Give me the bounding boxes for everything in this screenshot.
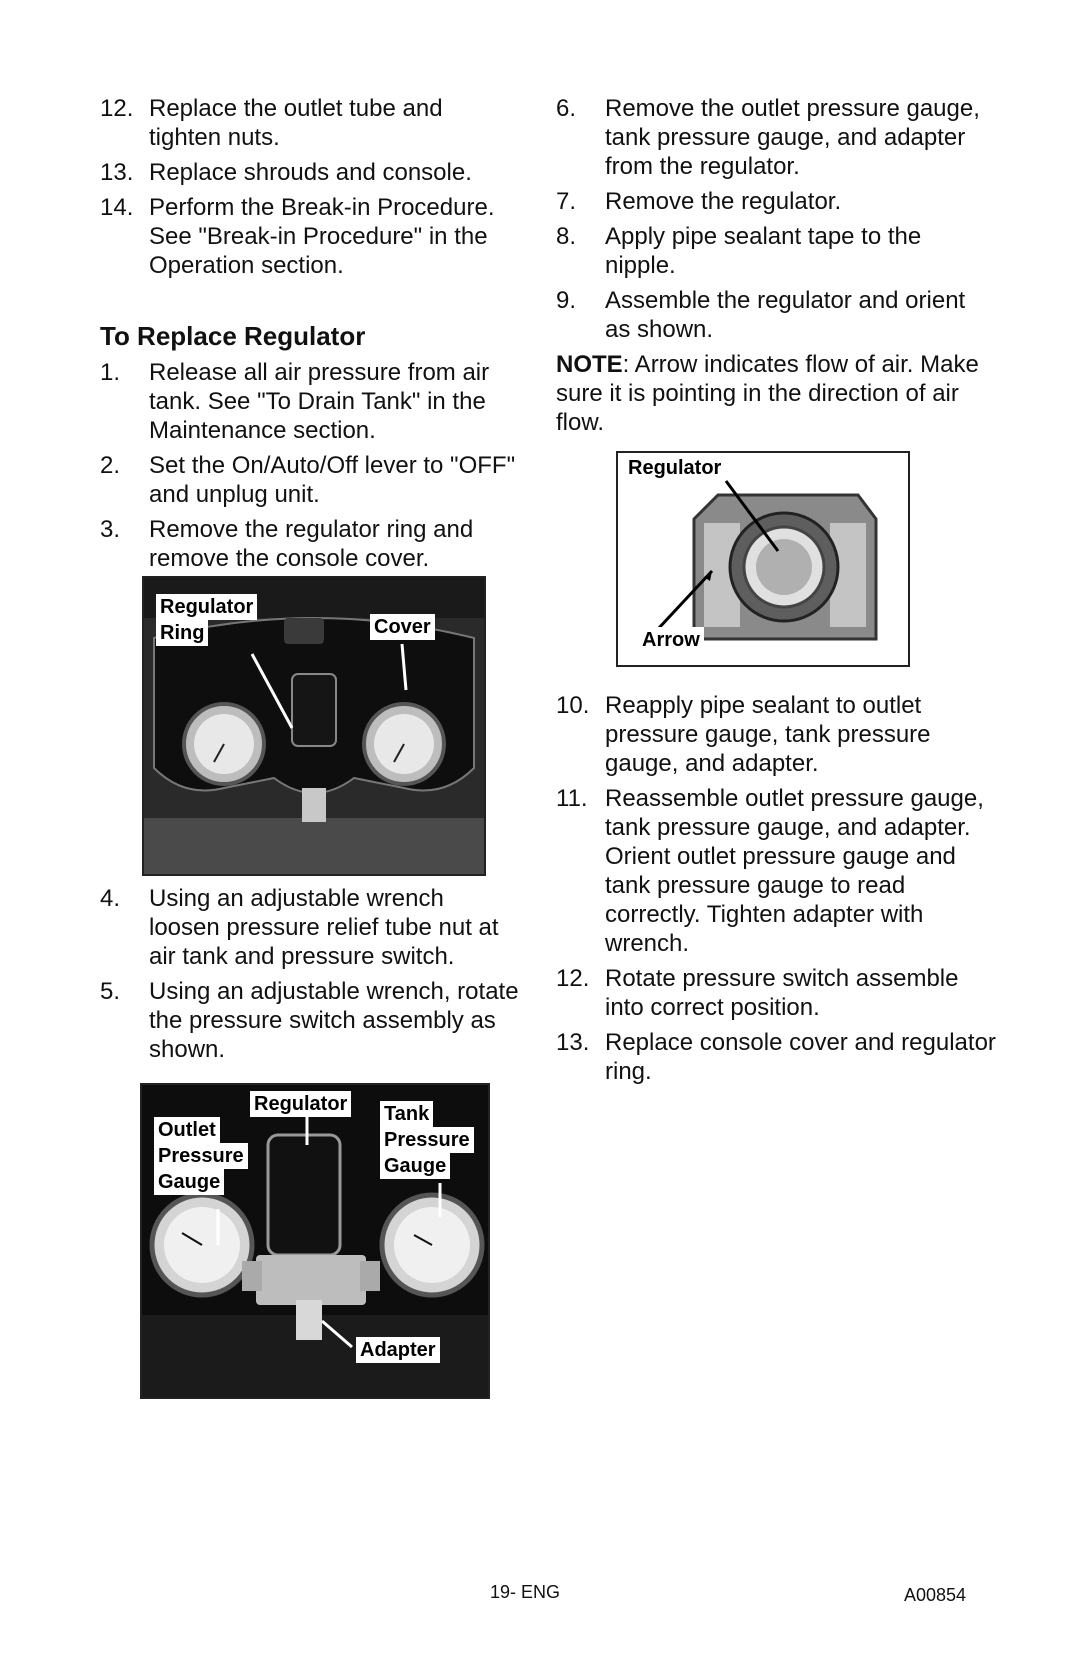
step-number: 4. [100,885,121,912]
step-text: Rotate pressure switch assemble into cor… [605,965,959,1021]
step-item: 1. Release all air pressure from air tank… [100,358,520,445]
figure-label-regulator: Regulator [624,455,726,481]
step-item: 5. Using an adjustable wrench, rotate the… [100,977,520,1064]
step-item: 10. Reapply pipe sealant to outlet pressu… [556,691,996,778]
figure-label-arrow: Arrow [638,627,704,653]
note-label: NOTE [556,351,623,378]
step-number: 6. [556,95,577,122]
step-list-a: 1. Release all air pressure from air tank… [100,358,520,573]
right-column-lower: 10. Reapply pipe sealant to outlet pressu… [556,691,996,1092]
step-number: 3. [100,516,121,543]
step-number: 8. [556,223,577,250]
document-code: A00854 [904,1585,967,1605]
step-item: 13. Replace console cover and regulator r… [556,1028,996,1086]
figure-label-regulator: Regulator [250,1091,352,1117]
figure-label-tank-2: Pressure [380,1127,474,1153]
step-item: 2. Set the On/Auto/Off lever to "OFF" and… [100,451,520,509]
step-number: 1. [100,359,121,386]
step-text: Set the On/Auto/Off lever to "OFF" and u… [149,452,516,508]
step-item: 9. Assemble the regulator and orient as s… [556,286,996,344]
left-column-lower: 4. Using an adjustable wrench loosen pres… [100,884,520,1070]
step-item: 6. Remove the outlet pressure gauge, tank… [556,94,996,181]
step-text: Replace the outlet tube and tighten nuts… [149,95,443,151]
step-text: Replace shrouds and console. [149,159,472,186]
step-text: Remove the regulator. [605,188,842,215]
step-number: 14. [100,194,134,221]
figure-label-outlet-1: Outlet [154,1117,220,1143]
step-number: 9. [556,287,577,314]
figure-label-tank-3: Gauge [380,1153,451,1179]
assembly-figure: Regulator Outlet Pressure Gauge Tank Pre… [140,1083,490,1399]
step-list-intro: 12. Replace the outlet tube and tighten n… [100,94,520,280]
step-number: 2. [100,452,121,479]
step-text: Release all air pressure from air tank. … [149,359,490,444]
step-item: 4. Using an adjustable wrench loosen pres… [100,884,520,971]
step-item: 12. Rotate pressure switch assemble into … [556,964,996,1022]
regulator-figure: Regulator Arrow [616,451,910,667]
step-number: 11. [556,785,588,812]
step-item: 12. Replace the outlet tube and tighten n… [100,94,520,152]
note-paragraph: NOTE: Arrow indicates flow of air. Make … [556,350,996,437]
step-text: Remove the regulator ring and remove the… [149,516,474,572]
step-item: 3. Remove the regulator ring and remove t… [100,515,520,573]
step-text: Apply pipe sealant tape to the nipple. [605,223,922,279]
step-text: Using an adjustable wrench, rotate the p… [149,978,519,1063]
step-text: Assemble the regulator and orient as sho… [605,287,966,343]
step-item: 14. Perform the Break-in Procedure. See "… [100,193,520,280]
note-text: : Arrow indicates flow of air. Make sure… [556,351,979,436]
step-number: 12. [556,965,590,992]
figure-label-adapter: Adapter [356,1337,440,1363]
step-text: Replace console cover and regulator ring… [605,1029,996,1085]
figure-label-outlet-2: Pressure [154,1143,248,1169]
figure-label-tank-1: Tank [380,1101,434,1127]
step-text: Perform the Break-in Procedure. See "Bre… [149,194,495,279]
step-number: 13. [556,1029,590,1056]
step-item: 11. Reassemble outlet pressure gauge, tan… [556,784,996,958]
figure-label-regulator-ring-2: Ring [156,620,209,646]
step-text: Using an adjustable wrench loosen pressu… [149,885,499,970]
right-column: 6. Remove the outlet pressure gauge, tank… [556,94,996,447]
step-number: 12. [100,95,134,122]
section-heading: To Replace Regulator [100,321,366,351]
regulator-photo [618,453,908,665]
step-item: 8. Apply pipe sealant tape to the nipple. [556,222,996,280]
page-number: 19- ENG [490,1582,561,1602]
step-number: 5. [100,978,121,1005]
left-column: 12. Replace the outlet tube and tighten n… [100,94,520,579]
step-text: Remove the outlet pressure gauge, tank p… [605,95,980,180]
step-number: 10. [556,692,590,719]
step-item: 7. Remove the regulator. [556,187,996,216]
figure-label-outlet-3: Gauge [154,1169,225,1195]
step-item: 13. Replace shrouds and console. [100,158,520,187]
figure-label-regulator-ring-1: Regulator [156,594,258,620]
step-number: 7. [556,188,577,215]
step-number: 13. [100,159,134,186]
step-text: Reapply pipe sealant to outlet pressure … [605,692,931,777]
console-figure: Regulator Ring Cover [142,576,486,876]
figure-label-cover: Cover [370,614,435,640]
step-text: Reassemble outlet pressure gauge, tank p… [605,785,984,957]
